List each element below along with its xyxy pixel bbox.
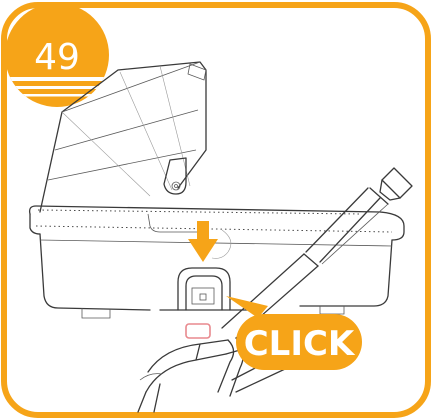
step-number: 49 (34, 37, 80, 78)
click-label: CLICK (244, 324, 356, 364)
